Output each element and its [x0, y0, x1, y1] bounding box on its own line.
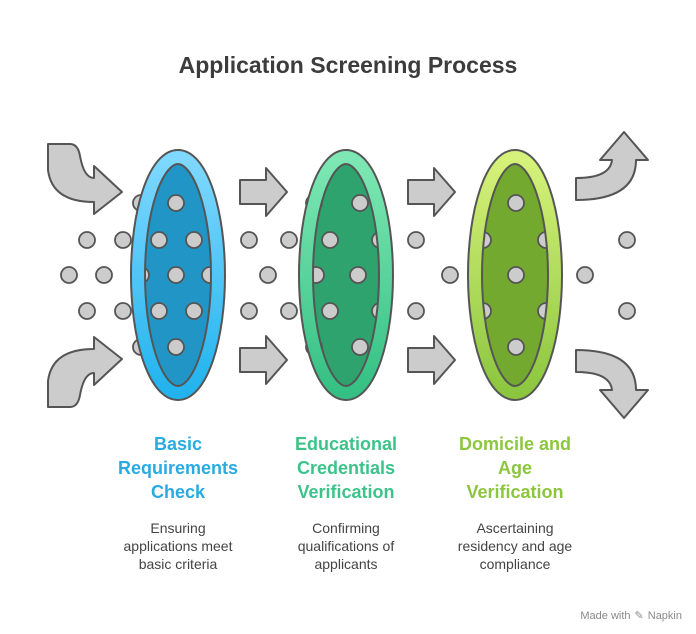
napkin-logo-icon: ✎ — [634, 610, 644, 622]
stage-2-description: Confirming qualifications of applicants — [297, 520, 395, 572]
arrow-right-icon — [239, 167, 288, 217]
exit-arrows — [575, 131, 649, 419]
filter-rings-front — [130, 149, 563, 401]
stage-3-description: Ascertaining residency and age complianc… — [457, 520, 573, 572]
exit-arrow-bottom-icon — [575, 349, 649, 419]
stage-1-title: Basic Requirements Check — [117, 434, 239, 502]
stage-1-description: Ensuring applications meet basic criteri… — [123, 520, 233, 572]
arrow-right-icon — [407, 335, 456, 385]
entry-arrow-top-icon — [47, 143, 123, 215]
stage-2-title: Educational Credentials Verification — [294, 434, 397, 502]
arrow-right-icon — [407, 167, 456, 217]
made-with-napkin: Made with ✎ Napkin — [580, 609, 682, 623]
entry-arrow-bottom-icon — [47, 336, 123, 408]
stage-3-title: Domicile and Age Verification — [458, 434, 572, 502]
filter-rings-back — [133, 156, 560, 394]
footer-prefix: Made with — [580, 609, 631, 622]
footer-brand: Napkin — [647, 609, 682, 622]
entry-arrows — [47, 143, 123, 408]
exit-arrow-top-icon — [575, 131, 649, 201]
arrow-right-icon — [239, 335, 288, 385]
transfer-arrows — [239, 167, 456, 385]
diagram-title: Application Screening Process — [178, 52, 518, 78]
